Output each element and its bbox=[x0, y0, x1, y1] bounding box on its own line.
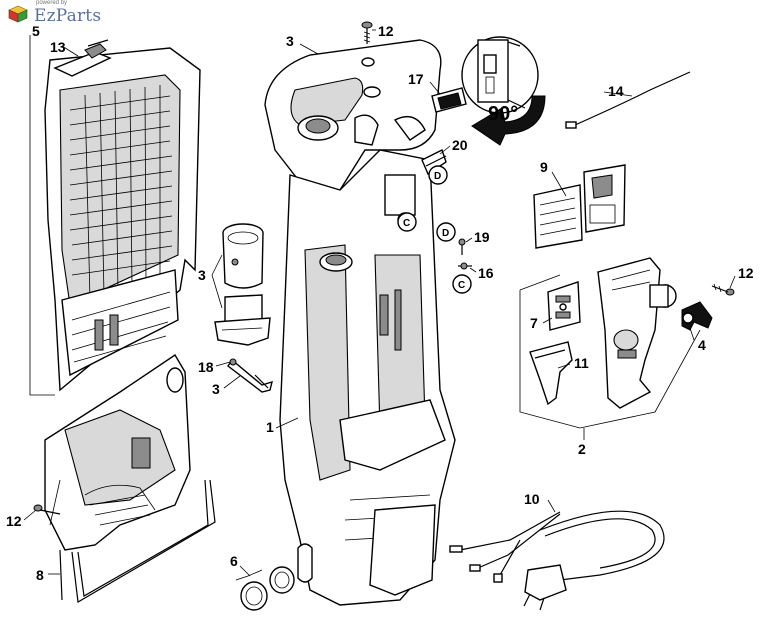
callout-18: 18 bbox=[198, 359, 214, 375]
part-19-screw bbox=[458, 238, 466, 255]
part-2-assembly-frame bbox=[519, 274, 701, 429]
part-5-grille-panel bbox=[29, 35, 201, 396]
callout-labels: 5 13 3 12 17 14 20 9 3 19 16 12 7 4 18 3… bbox=[6, 23, 754, 583]
part-14-wire bbox=[565, 71, 691, 129]
callout-1: 1 bbox=[266, 419, 274, 435]
callout-13: 13 bbox=[50, 39, 66, 55]
part-18-hook bbox=[227, 358, 273, 393]
callout-17: 17 bbox=[408, 71, 424, 87]
brand-powered-text: powered by bbox=[36, 0, 68, 6]
callout-12-top: 12 bbox=[378, 23, 394, 39]
part-12-screw-top bbox=[361, 21, 373, 44]
part-17-switch bbox=[431, 36, 546, 146]
callout-2: 2 bbox=[578, 441, 586, 457]
part-10-power-cord bbox=[449, 510, 665, 611]
callout-5: 5 bbox=[32, 23, 40, 39]
clip-marks: D C D C bbox=[397, 165, 472, 294]
brand-logo[interactable]: powered by EzParts bbox=[6, 0, 101, 28]
callout-3-reel: 3 bbox=[198, 267, 206, 283]
stacked-boxes-logo-icon bbox=[8, 5, 28, 23]
part-base-nozzle bbox=[44, 354, 191, 551]
part-11-latch bbox=[529, 341, 573, 406]
leader-lines bbox=[23, 29, 736, 577]
clip-mark-c-lower: C bbox=[458, 280, 465, 291]
clip-mark-c-upper: C bbox=[403, 218, 410, 229]
part-3-cord-reel bbox=[214, 223, 271, 346]
callout-7: 7 bbox=[530, 315, 538, 331]
callout-3-hook: 3 bbox=[212, 381, 220, 397]
part-12-screw-left bbox=[33, 504, 61, 515]
callout-12-right: 12 bbox=[738, 265, 754, 281]
part-9-switch-plate bbox=[533, 164, 626, 249]
part-bracket-body bbox=[597, 257, 677, 409]
clip-mark-d-upper: D bbox=[434, 171, 441, 182]
part-12-screw-right bbox=[711, 283, 735, 296]
callout-3-top: 3 bbox=[286, 33, 294, 49]
callout-8: 8 bbox=[36, 567, 44, 583]
callout-10: 10 bbox=[524, 491, 540, 507]
part-16-pin bbox=[458, 262, 472, 270]
callout-4: 4 bbox=[698, 337, 706, 353]
part-8-bar bbox=[59, 479, 216, 603]
brand-name: EzParts bbox=[34, 6, 102, 26]
part-13-clip bbox=[53, 39, 112, 77]
callout-14: 14 bbox=[608, 83, 624, 99]
callout-19: 19 bbox=[474, 229, 490, 245]
callout-6: 6 bbox=[230, 553, 238, 569]
part-6-rings bbox=[235, 566, 295, 611]
part-7-plate bbox=[547, 281, 581, 331]
rotation-label: 90° bbox=[488, 103, 518, 125]
clip-mark-d-lower: D bbox=[442, 228, 449, 239]
callout-16: 16 bbox=[478, 265, 494, 281]
callout-20: 20 bbox=[452, 137, 468, 153]
callout-11: 11 bbox=[574, 355, 589, 371]
callout-9: 9 bbox=[540, 159, 548, 175]
part-1-main-housing bbox=[279, 149, 456, 606]
part-3-handle-top bbox=[264, 39, 442, 196]
callout-12-left: 12 bbox=[6, 513, 22, 529]
part-4-knob bbox=[681, 301, 713, 331]
part-20-bracket bbox=[421, 149, 447, 176]
